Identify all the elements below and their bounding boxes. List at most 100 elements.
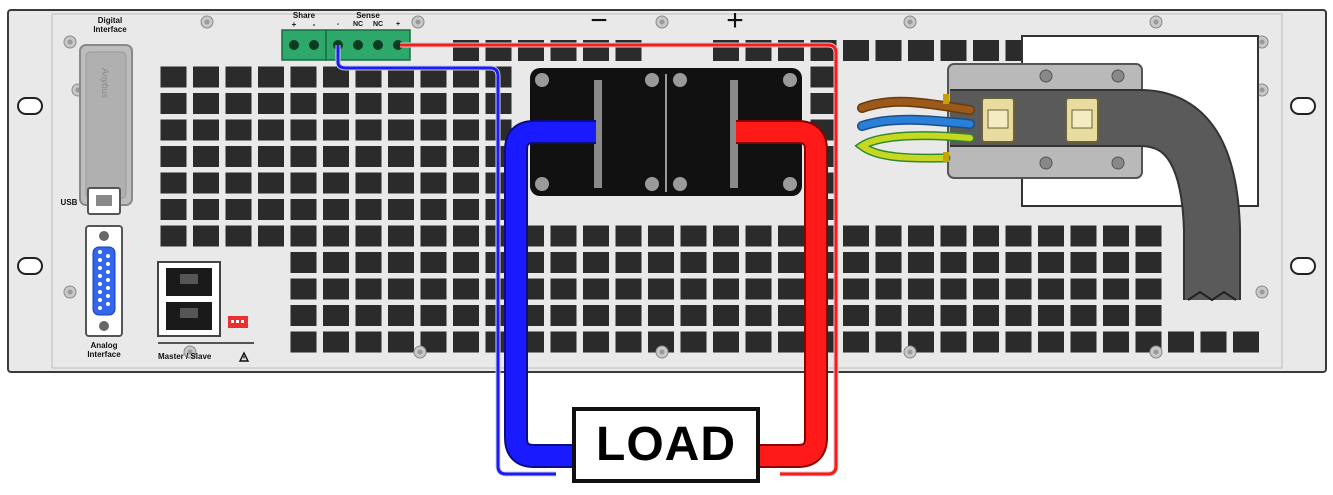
vent-slot <box>583 305 609 326</box>
vent-slot <box>420 331 447 353</box>
vent-slot <box>1135 252 1162 273</box>
ac-cable <box>950 91 1239 300</box>
dsub-screw-bottom <box>99 321 109 331</box>
dc-block-screw <box>783 177 797 191</box>
vent-slot <box>940 331 967 353</box>
vent-slot <box>1038 305 1064 326</box>
vent-slot <box>290 172 317 194</box>
panel-screw-center <box>417 349 423 355</box>
sense-nc1-label: NC <box>352 21 364 28</box>
vent-slot <box>388 278 414 300</box>
vent-slot <box>323 199 349 220</box>
ac-cover-screw <box>1111 156 1125 170</box>
vent-slot <box>355 66 382 88</box>
vent-slot <box>1200 331 1227 353</box>
vent-slot <box>778 252 804 273</box>
rack-slot-left-top <box>17 97 43 115</box>
panel-screw-center <box>187 349 193 355</box>
vent-slot <box>1038 225 1064 247</box>
vent-slot <box>355 225 382 247</box>
vent-slot <box>420 278 447 300</box>
vent-slot <box>875 305 902 326</box>
vent-slot <box>453 331 479 353</box>
vent-slot <box>745 305 772 326</box>
vent-slot <box>940 225 967 247</box>
vent-slot <box>615 225 642 247</box>
vent-slot <box>648 252 674 273</box>
vent-slot <box>550 331 577 353</box>
vent-slot <box>615 331 642 353</box>
vent-slot <box>453 119 479 141</box>
vent-slot <box>908 252 934 273</box>
vent-slot <box>745 278 772 300</box>
vent-slot <box>1038 278 1064 300</box>
panel-screw-center <box>1259 87 1265 93</box>
sense-nc2-terminal <box>373 40 383 50</box>
vent-slot <box>713 225 739 247</box>
vent-slot <box>940 40 967 61</box>
dc-block-screw <box>645 177 659 191</box>
dsub-pin <box>106 278 110 282</box>
vent-slot <box>875 40 902 61</box>
vent-slot <box>225 66 252 88</box>
vent-slot <box>225 119 252 141</box>
vent-slot <box>160 146 187 167</box>
dc-block-screw <box>673 177 687 191</box>
vent-slot <box>1038 252 1064 273</box>
dc-block-screw <box>645 73 659 87</box>
sense-plus-wire <box>400 43 838 476</box>
vent-slot <box>420 199 447 220</box>
warning-triangle-icon <box>238 351 250 362</box>
dip-switch-pin <box>241 320 244 323</box>
usb-label: USB <box>60 198 78 207</box>
vent-slot <box>745 252 772 273</box>
inner-panel-outline <box>51 13 1283 369</box>
vent-slot <box>1005 305 1032 326</box>
vent-slot <box>355 146 382 167</box>
vent-slot <box>160 199 187 220</box>
vent-slot <box>973 252 999 273</box>
vent-slot <box>388 252 414 273</box>
load-box <box>572 407 760 483</box>
vent-slot <box>973 305 999 326</box>
vent-slot <box>680 225 707 247</box>
panel-screw-center <box>1153 19 1159 25</box>
vent-slot <box>258 172 284 194</box>
vent-slot <box>258 119 284 141</box>
vent-slot <box>323 146 349 167</box>
rj45-socket-top-jack <box>180 274 198 284</box>
vent-slot <box>1005 278 1032 300</box>
sense-label: Sense <box>356 11 380 20</box>
vent-slot <box>1070 252 1097 273</box>
panel-screws <box>63 15 1269 359</box>
vent-slot <box>778 331 804 353</box>
panel-screw-center <box>1153 349 1159 355</box>
vent-slot <box>355 252 382 273</box>
wire-ferrule <box>943 94 949 104</box>
vent-slot <box>1005 252 1032 273</box>
vent-slot <box>160 225 187 247</box>
ac-cover-screw <box>1039 156 1053 170</box>
panel-screw-center <box>67 39 73 45</box>
dsub-pin <box>98 282 102 286</box>
positive-busbar <box>730 80 738 188</box>
vent-slot <box>420 93 447 114</box>
vent-slot <box>843 225 869 247</box>
vent-slot <box>1038 331 1064 353</box>
vent-slot <box>420 252 447 273</box>
vent-slot <box>160 93 187 114</box>
analog-interface-label: Analog Interface <box>87 341 121 359</box>
vent-slot <box>388 172 414 194</box>
dsub-pin <box>106 262 110 266</box>
vent-slot <box>583 225 609 247</box>
dsub-screw-top <box>99 231 109 241</box>
vent-slot <box>453 305 479 326</box>
vent-slot <box>290 225 317 247</box>
vent-slot <box>453 225 479 247</box>
dc-block-screw <box>783 73 797 87</box>
vent-slot <box>810 93 837 114</box>
vent-slot <box>583 331 609 353</box>
dip-switch-pin <box>236 320 239 323</box>
sense-nc2-label: NC <box>372 21 384 28</box>
vent-slot <box>420 172 447 194</box>
